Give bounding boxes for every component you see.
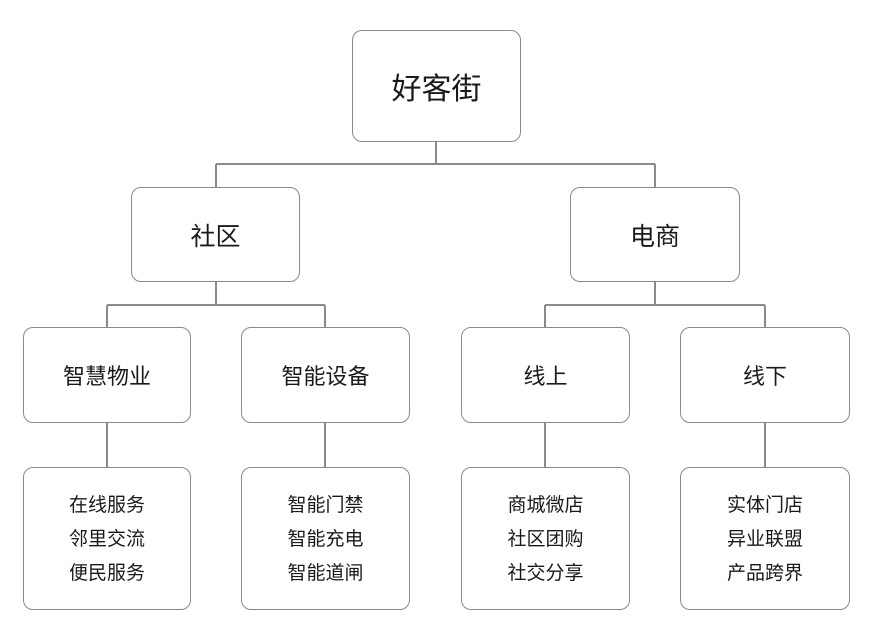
leaf-list: 智能门禁 智能充电 智能道闸 (287, 493, 363, 585)
leaf-item: 产品跨界 (726, 561, 803, 584)
leaf-item: 在线服务 (68, 493, 145, 516)
leaf-item: 社交分享 (507, 561, 584, 584)
sub-node-label: 线下 (742, 365, 787, 390)
leaf-item: 智能道闸 (287, 561, 364, 584)
sub-node-label: 线上 (523, 365, 568, 390)
leaf-item: 智能门禁 (287, 493, 364, 516)
sub-node-label: 智能设备 (281, 365, 370, 390)
sub-node-xianshang: 线上 (461, 327, 630, 423)
leaf-list: 实体门店 异业联盟 产品跨界 (727, 493, 803, 585)
sub-node-zhihui-wuye: 智慧物业 (23, 327, 191, 423)
leaf-item: 异业联盟 (726, 527, 803, 550)
leaf-list: 商城微店 社区团购 社交分享 (507, 493, 583, 585)
branch-node-label: 电商 (629, 221, 680, 251)
leaf-node-zhineng-shebei: 智能门禁 智能充电 智能道闸 (241, 467, 410, 610)
root-node: 好客街 (352, 30, 521, 142)
leaf-item: 商城微店 (507, 493, 584, 516)
sub-node-label: 智慧物业 (62, 365, 151, 390)
branch-node-label: 社区 (190, 221, 241, 251)
leaf-item: 邻里交流 (68, 527, 145, 550)
leaf-list: 在线服务 邻里交流 便民服务 (69, 493, 145, 585)
leaf-node-xianshang: 商城微店 社区团购 社交分享 (461, 467, 630, 610)
leaf-item: 便民服务 (68, 561, 145, 584)
branch-node-shequ: 社区 (131, 187, 300, 282)
branch-node-dianshang: 电商 (570, 187, 740, 282)
leaf-node-zhihui-wuye: 在线服务 邻里交流 便民服务 (23, 467, 191, 610)
leaf-item: 智能充电 (287, 527, 364, 550)
root-node-label: 好客街 (391, 72, 482, 107)
leaf-item: 实体门店 (726, 493, 803, 516)
leaf-node-xianxia: 实体门店 异业联盟 产品跨界 (680, 467, 850, 610)
leaf-item: 社区团购 (507, 527, 584, 550)
sub-node-xianxia: 线下 (680, 327, 850, 423)
sub-node-zhineng-shebei: 智能设备 (241, 327, 410, 423)
